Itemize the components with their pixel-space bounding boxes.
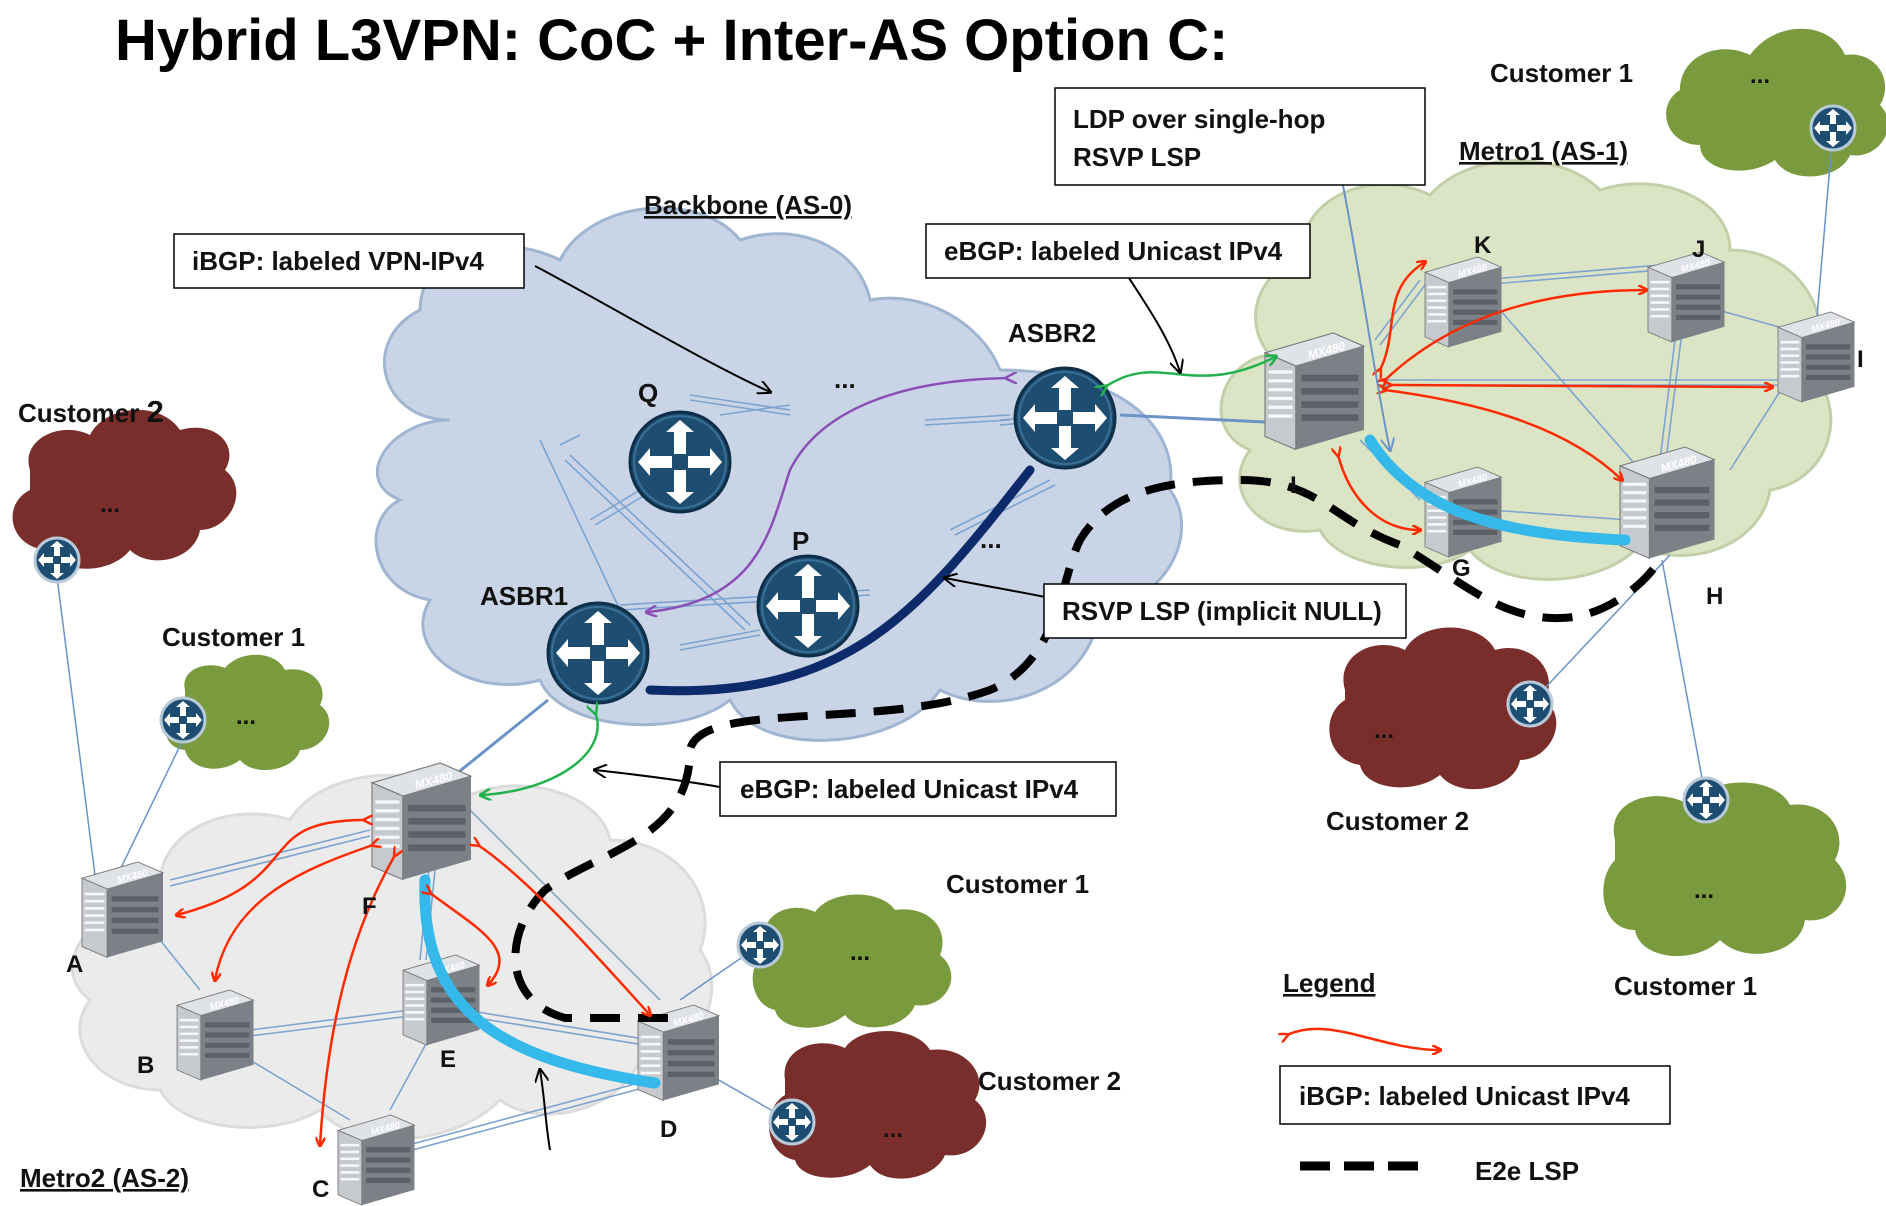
node-label-j: J [1692,236,1705,263]
node-label-h: H [1706,583,1723,610]
annotation-arrows [535,265,1180,1151]
ebgp-session-bottom [482,712,599,795]
router-asbr1-label: ASBR1 [480,581,568,611]
customer2-middle-ellipsis: ... [1374,717,1394,744]
node-label-g: G [1452,555,1471,582]
ce-customer1-bottom-middle-icon[interactable] [736,921,784,969]
metro1-label: Metro1 (AS-1) [1459,136,1628,166]
node-label-a: A [66,951,83,978]
node-label-c: C [312,1176,329,1203]
mx480-l[interactable] [1264,332,1365,451]
node-label-f: F [362,893,377,920]
node-label-d: D [660,1116,677,1143]
customer1-bottom-middle-label: Customer 1 [946,869,1089,899]
legend-e2e-label: E2e LSP [1475,1156,1579,1186]
ibgp-sessions-metro2 [177,820,650,1145]
ibgp-sessions-metro1 [1338,262,1772,530]
metro2-label: Metro2 (AS-2) [20,1163,189,1193]
customer2-bottom-middle-label: Customer 2 [978,1066,1121,1096]
legend-ibgp-arrow [1287,1027,1440,1050]
router-p-label: P [792,526,809,556]
mx480-a[interactable] [81,861,164,958]
customer2-middle-cloud [1329,627,1557,790]
customer1-left-cloud [165,654,330,771]
customer1-left-ellipsis: ... [236,703,256,730]
backbone-label: Backbone (AS-0) [644,190,852,220]
legend-title: Legend [1283,968,1375,998]
customer1-bottom-middle-cloud [752,894,952,1028]
customer1-top-right-cloud [1666,28,1886,177]
customer1-top-right-label: Customer 1 [1490,58,1633,88]
ce-customer2-left-icon[interactable] [33,536,81,584]
callout-boxes [173,87,1671,1125]
mx480-j[interactable] [1647,251,1725,343]
mx480-f[interactable] [371,762,472,881]
mx480-i[interactable] [1777,311,1855,403]
node-label-i: I [1857,346,1864,373]
customer1-bottom-middle-ellipsis: ... [850,939,870,966]
router-q-icon[interactable] [628,410,732,514]
ce-customer2-middle-icon[interactable] [1506,680,1554,728]
customer2-left-cloud [12,409,237,569]
ce-customer1-top-right-icon[interactable] [1809,104,1857,152]
callout-ldp-line1: LDP over single-hop [1073,104,1325,134]
node-label-b: B [137,1052,154,1079]
router-asbr2-label: ASBR2 [1008,318,1096,348]
customer1-top-right-ellipsis: ... [1750,62,1770,89]
mx480-b[interactable] [176,989,254,1081]
callout-ebgp-top: eBGP: labeled Unicast IPv4 [944,236,1283,266]
node-label-l: L [1290,472,1305,499]
mx480-k[interactable] [1424,256,1502,348]
router-asbr1-icon[interactable] [546,601,650,705]
mx480-c[interactable] [337,1114,415,1206]
customer1-left-label: Customer 1 [162,622,305,652]
router-p-icon[interactable] [756,554,860,658]
node-label-e: E [440,1046,456,1073]
callout-rsvp: RSVP LSP (implicit NULL) [1062,596,1382,626]
ce-customer1-bottom-right-icon[interactable] [1682,776,1730,824]
legend-ibgp-label: iBGP: labeled Unicast IPv4 [1299,1081,1630,1111]
router-asbr2-icon[interactable] [1013,366,1117,470]
ce-customer2-bottom-middle-icon[interactable] [768,1098,816,1146]
mx480-h[interactable] [1619,446,1716,559]
customer2-left-label: Customer 2 [18,394,164,429]
customer1-bottom-right-ellipsis: ... [1694,877,1714,904]
customer2-middle-label: Customer 2 [1326,806,1469,836]
customer1-bottom-right-cloud [1603,782,1847,957]
customer2-bottom-middle-cloud [768,1030,987,1179]
page-title: Hybrid L3VPN: CoC + Inter-AS Option C: [115,8,1228,73]
callout-ibgp-vpn: iBGP: labeled VPN-IPv4 [192,246,484,276]
ce-customer1-left-icon[interactable] [159,696,207,744]
backbone-ellipsis-right: ... [980,524,1002,554]
ldp-annotation-arrow [1339,169,1390,450]
router-q-label: Q [638,378,658,408]
callout-ebgp-bottom: eBGP: labeled Unicast IPv4 [740,774,1079,804]
node-label-k: K [1474,232,1492,259]
customer2-bottom-middle-ellipsis: ... [883,1116,903,1143]
callout-ldp-line2: RSVP LSP [1073,142,1201,172]
customer2-left-ellipsis: ... [100,491,120,518]
customer1-bottom-right-label: Customer 1 [1614,971,1757,1001]
ibgp-vpn-session [648,378,1008,612]
backbone-ellipsis-top: ... [834,364,856,394]
